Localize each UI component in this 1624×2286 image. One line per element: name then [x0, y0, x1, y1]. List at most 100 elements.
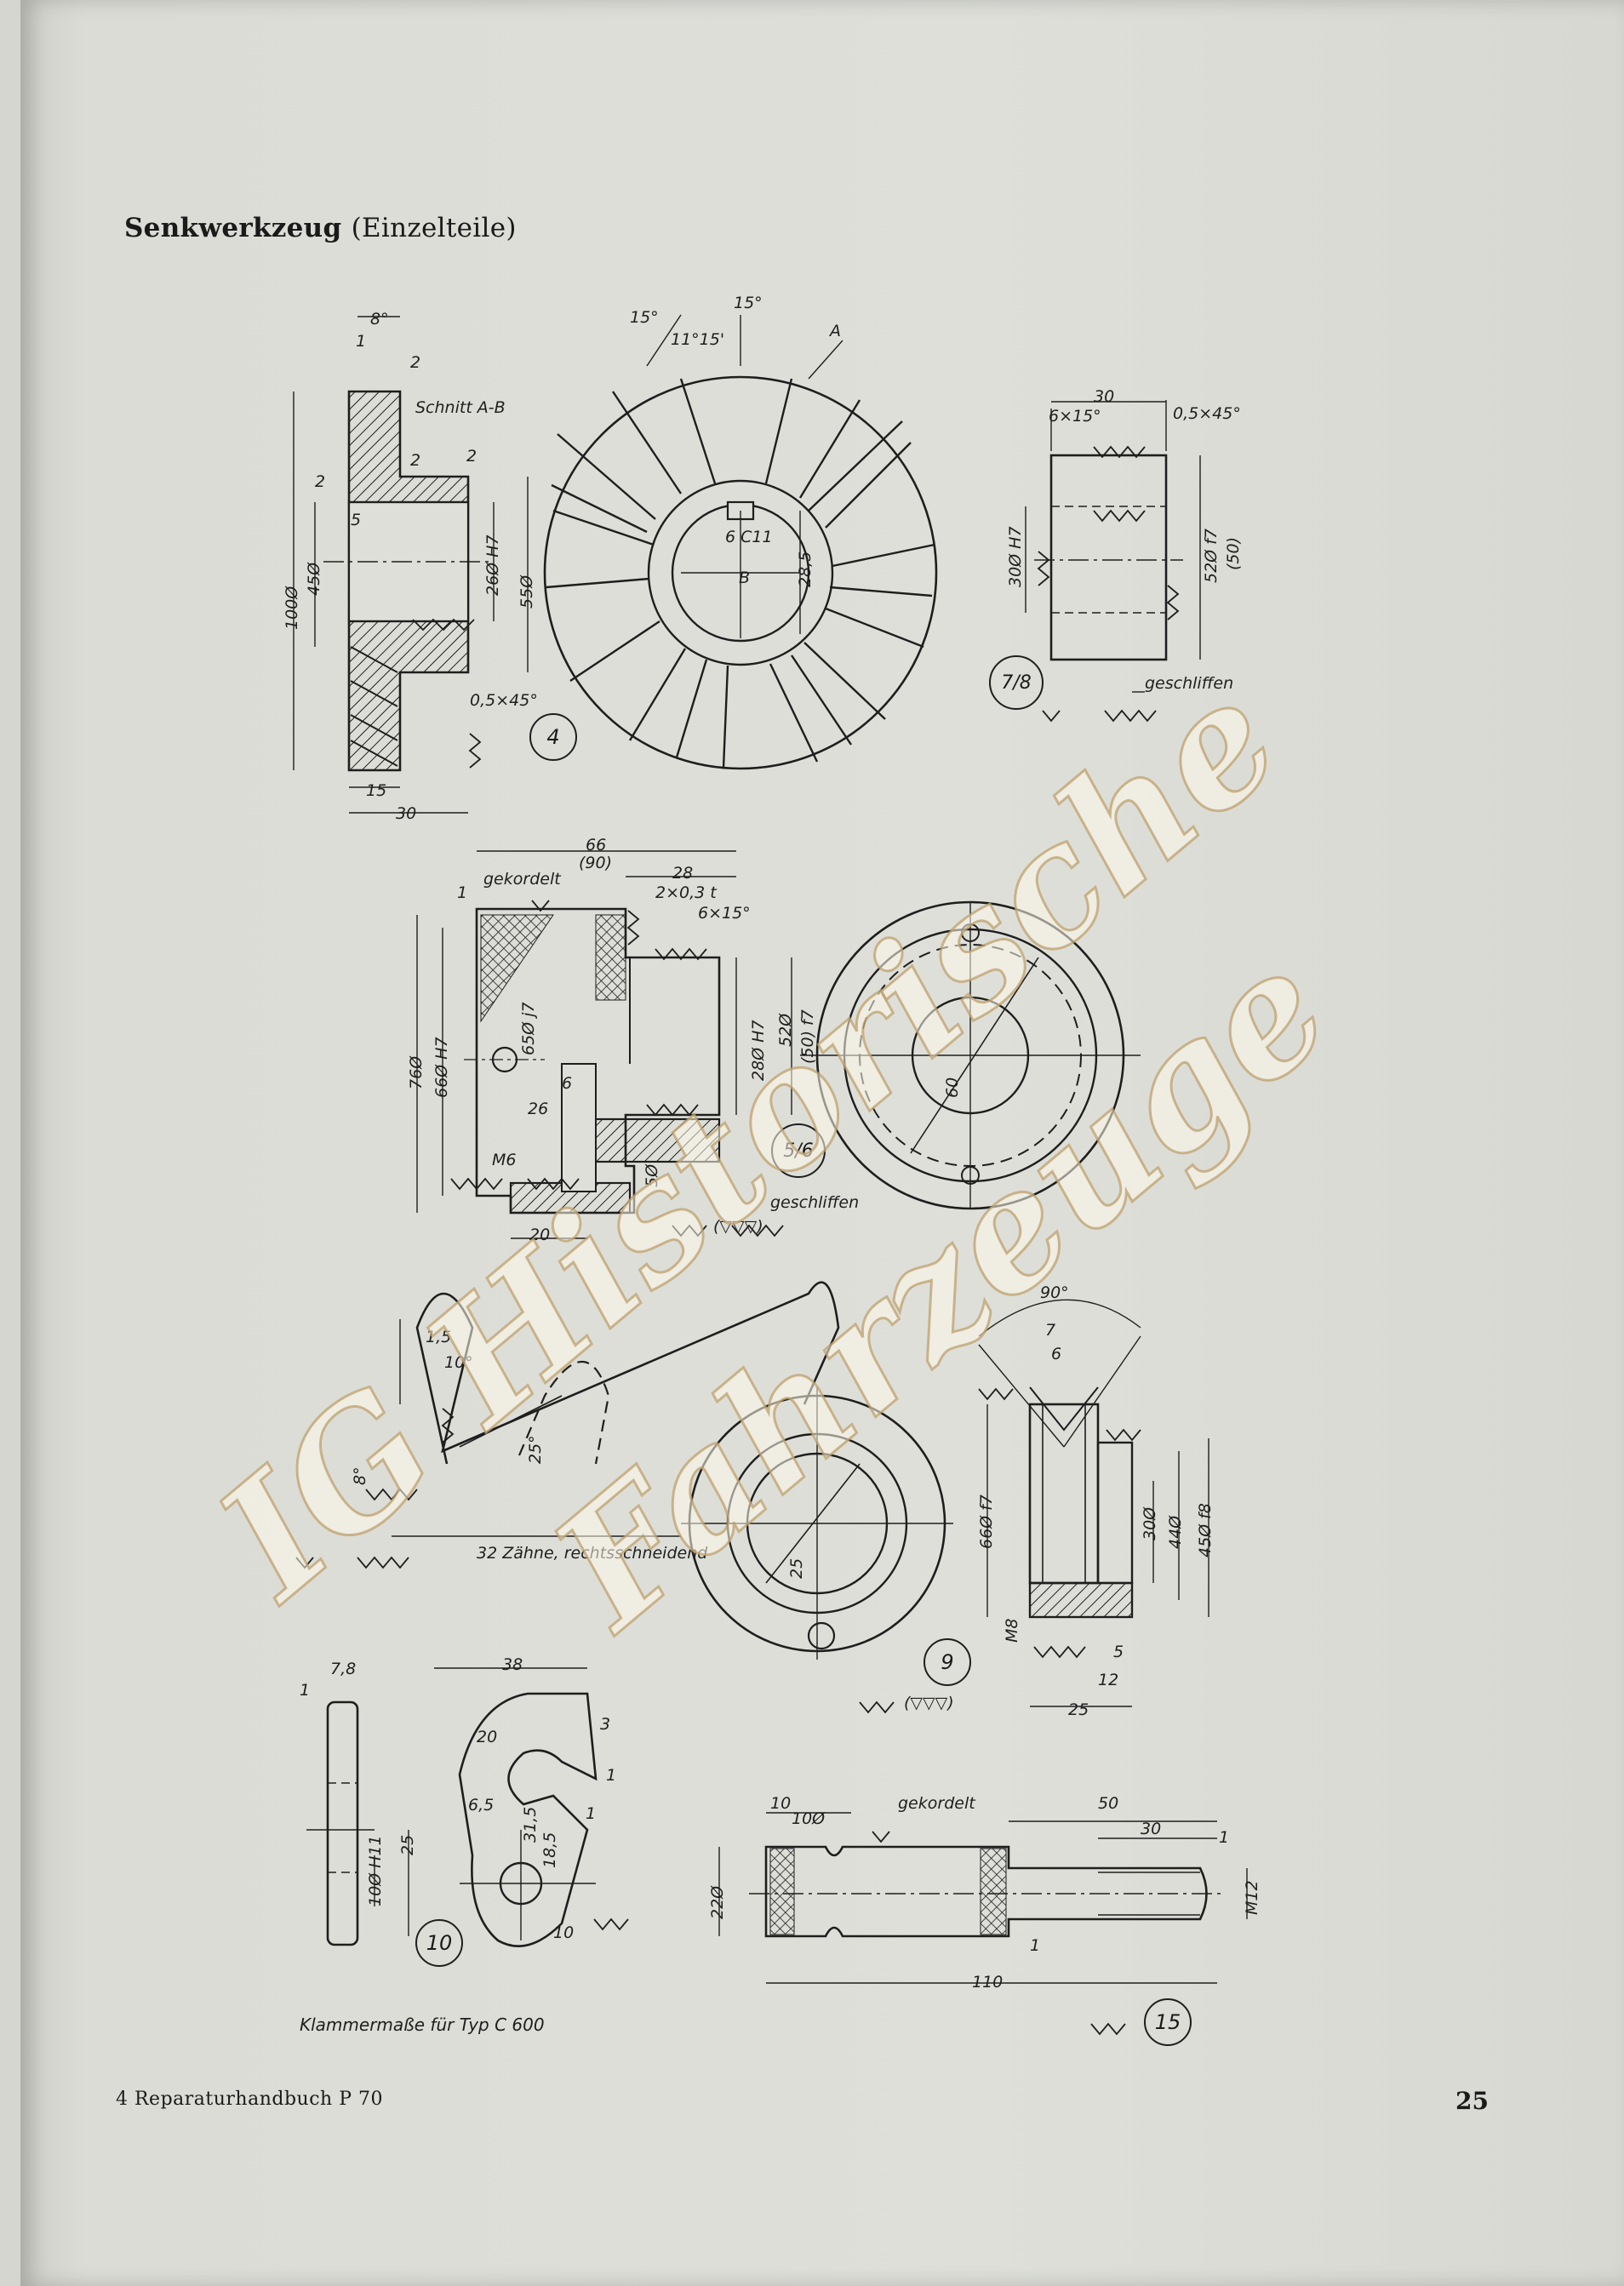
- fig56-dim-66: 66: [586, 836, 607, 854]
- fig78-view: [1025, 400, 1201, 723]
- fig78-dim-52: 52Ø f7: [1202, 529, 1221, 583]
- title-bold: Senkwerkzeug: [124, 213, 342, 243]
- fig56-gekordelt: gekordelt: [483, 870, 561, 889]
- fig56-dim-50f7: (50) f7: [798, 1009, 817, 1064]
- fig4-front-view: [543, 314, 938, 770]
- fig15-dim-30: 30: [1141, 1820, 1162, 1838]
- fig9-front-view: [681, 1387, 953, 1660]
- fig56-front-view: [800, 900, 1141, 1210]
- fig78-number: 7/8: [989, 655, 1044, 710]
- fig9-section-view: [978, 1299, 1209, 1707]
- fig10-view: [306, 1667, 629, 1947]
- fig9-dim-12: 12: [1098, 1671, 1119, 1689]
- fig9-dim-5: 5: [1113, 1643, 1124, 1661]
- fig10-dim-1b: 1: [606, 1766, 617, 1785]
- cutter-dim-8deg: 8°: [351, 1466, 369, 1485]
- cutter-note: 32 Zähne, rechtsschneidend: [477, 1544, 708, 1563]
- fig4-number: 4: [529, 713, 577, 761]
- fig15-gekordelt: gekordelt: [898, 1794, 975, 1813]
- cutter-dim-1-5: 1,5: [426, 1328, 452, 1346]
- fig10-dim-31-5: 31,5: [521, 1806, 540, 1843]
- fig9-dim-25: 25: [1068, 1700, 1089, 1719]
- fig10-number: 10: [415, 1919, 463, 1967]
- fig9-number: 9: [924, 1638, 971, 1686]
- fig4-dim-15deg-a: 15°: [630, 308, 659, 327]
- fig10-dim-1a: 1: [300, 1681, 311, 1700]
- fig4-dim-30: 30: [396, 804, 417, 823]
- fig4-dim-15deg-b: 15°: [734, 294, 763, 312]
- page-number: 25: [1455, 2087, 1489, 2115]
- cutter-profile-view: [295, 1281, 840, 1569]
- fig15-dim-1b: 1: [1030, 1936, 1041, 1955]
- fig10-dim-38: 38: [502, 1655, 523, 1674]
- fig78-dim-30: 30: [1094, 387, 1115, 406]
- fig56-dim-6: 6: [562, 1074, 573, 1093]
- fig4-dim-2c: 2: [466, 447, 477, 466]
- fig4-dim-15: 15: [366, 781, 387, 800]
- bracket-caption: Klammermaße für Typ C 600: [300, 2015, 545, 2035]
- fig4-section-view: [293, 316, 529, 814]
- fig10-dim-25: 25: [398, 1834, 417, 1855]
- fig4-dim-angle-11: 11°15': [671, 330, 725, 349]
- fig10-dim-1c: 1: [586, 1804, 597, 1823]
- fig78-note: geschliffen: [1145, 674, 1234, 693]
- fig9-dim-45: 45Ø f8: [1196, 1503, 1215, 1557]
- fig4-dim-100: 100Ø: [283, 586, 301, 630]
- fig78-dim-50: (50): [1224, 536, 1243, 570]
- fig4-dim-angle: 8°: [370, 310, 389, 329]
- fig10-dim-10h11: 10Ø H11: [366, 1835, 385, 1906]
- fig15-dim-10dia: 10Ø: [792, 1809, 826, 1828]
- fig56-dim-1: 1: [457, 883, 468, 902]
- fig9-dim-30: 30Ø: [1141, 1506, 1159, 1540]
- fig4-letter-b: B: [739, 569, 751, 587]
- fig15-dim-10: 10: [770, 1794, 792, 1813]
- fig10-dim-10: 10: [553, 1923, 575, 1942]
- fig4-dim-28-5: 28,5: [796, 551, 815, 587]
- fig56-dim-76: 76Ø: [407, 1055, 426, 1089]
- fig78-dim-chamfer-a: 6×15°: [1049, 407, 1101, 426]
- fig10-dim-18-5: 18,5: [540, 1832, 559, 1868]
- fig4-dim-1: 1: [356, 332, 367, 351]
- fig56-dim-52: 52Ø: [776, 1013, 795, 1047]
- fig4-dim-2d: 2: [315, 472, 326, 491]
- fig9-dim-44: 44Ø: [1166, 1515, 1185, 1549]
- fig15-dim-50: 50: [1098, 1794, 1119, 1813]
- fig4-dim-45: 45Ø: [305, 562, 323, 596]
- fig56-dim-26: 26: [528, 1100, 549, 1118]
- fig9-dim-m8: M8: [1003, 1618, 1021, 1643]
- fig10-dim-6-5: 6,5: [468, 1796, 495, 1815]
- fig56-dim-5: 5Ø: [643, 1163, 661, 1187]
- fig9-dim-90deg: 90°: [1040, 1283, 1069, 1302]
- fig78-dim-30h7: 30Ø H7: [1006, 526, 1025, 587]
- fig56-note: geschliffen: [770, 1193, 860, 1212]
- fig56-dim-28: 28: [672, 864, 694, 883]
- fig10-dim-20: 20: [477, 1728, 498, 1746]
- fig4-section-label: Schnitt A-B: [415, 398, 506, 417]
- fig4-letter-a: A: [830, 322, 841, 340]
- fig10-dim-3: 3: [600, 1715, 611, 1734]
- fig15-number: 15: [1144, 1998, 1192, 2046]
- cutter-dim-10deg: 10°: [444, 1353, 473, 1372]
- cutter-dim-25deg: 25°: [526, 1435, 545, 1464]
- fig56-number: 5/6: [771, 1123, 826, 1178]
- fig15-dim-m12: M12: [1243, 1880, 1261, 1915]
- fig4-dim-55: 55Ø: [518, 574, 536, 609]
- fig15-dim-22: 22Ø: [708, 1885, 727, 1919]
- fig9-finish: (▽▽▽): [904, 1694, 954, 1712]
- fig56-section-view: [416, 850, 792, 1239]
- fig56-dim-60: 60: [943, 1077, 962, 1098]
- fig56-dim-m6: M6: [492, 1151, 517, 1169]
- fig78-dim-chamfer-b: 0,5×45°: [1173, 404, 1241, 423]
- fig4-dim-keyway: 6 C11: [725, 528, 773, 546]
- footer-left: 4 Reparaturhandbuch P 70: [116, 2089, 383, 2110]
- fig56-dim-chamfer: 6×15°: [698, 904, 751, 923]
- fig4-dim-2a: 2: [410, 353, 421, 372]
- fig4-dim-5: 5: [351, 511, 362, 529]
- fig15-view: [718, 1812, 1248, 2036]
- fig9-dim-25-front: 25: [787, 1557, 806, 1579]
- fig15-dim-1a: 1: [1219, 1828, 1230, 1847]
- fig56-dim-90: (90): [579, 854, 613, 872]
- fig56-dim-66h7: 66Ø H7: [432, 1037, 451, 1098]
